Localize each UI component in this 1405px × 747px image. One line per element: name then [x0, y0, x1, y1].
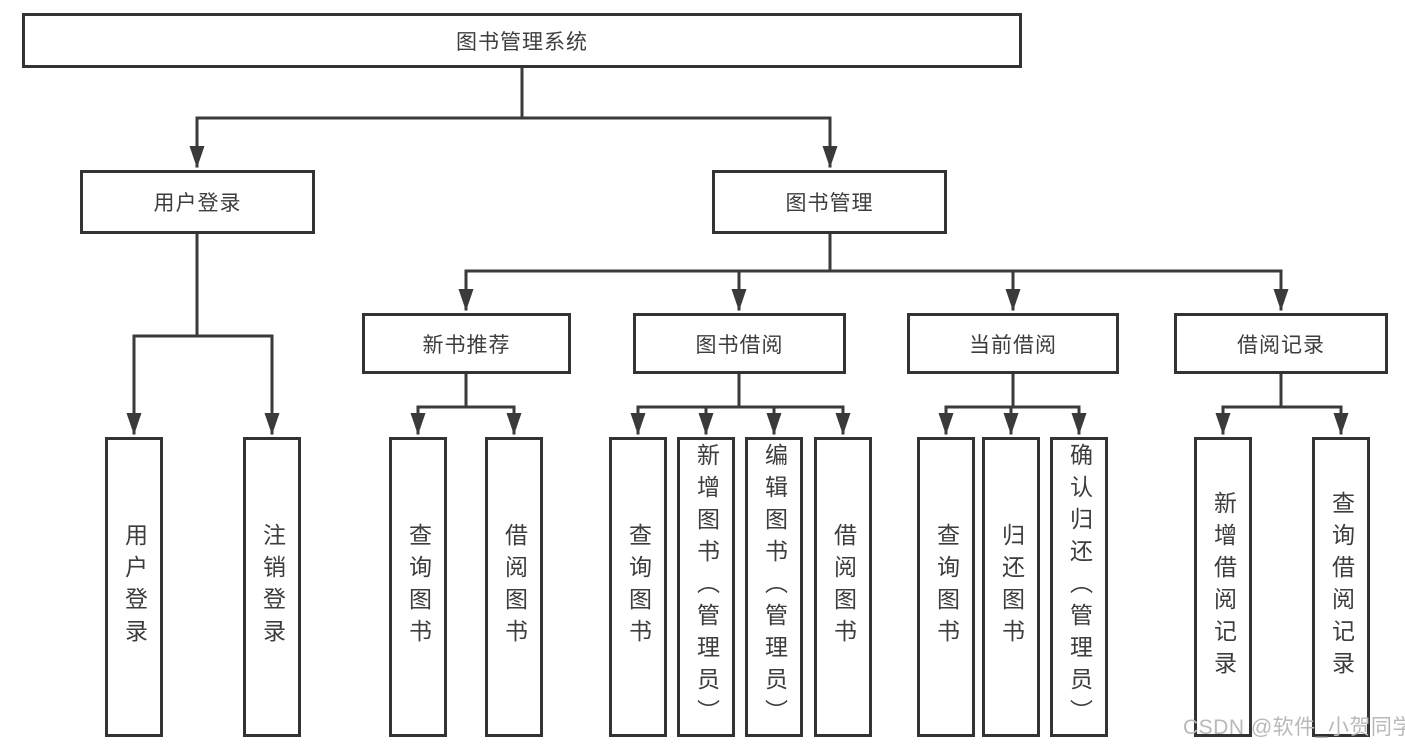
node-library-system: 图书管理系统 — [22, 13, 1022, 68]
node-new-book-recommendation: 新书推荐 — [362, 313, 571, 374]
node-logout-leaf: 注销登录 — [243, 437, 301, 737]
node-label: 确认归还（管理员） — [1066, 443, 1093, 731]
node-user-login-leaf: 用户登录 — [105, 437, 163, 737]
node-label: 查询图书 — [933, 523, 960, 651]
node-borrow-books-leaf: 借阅图书 — [814, 437, 872, 737]
node-query-borrow-record-leaf: 查询借阅记录 — [1312, 437, 1370, 737]
node-add-book-admin-leaf: 新增图书（管理员） — [677, 437, 735, 737]
node-book-management: 图书管理 — [712, 170, 947, 234]
node-query-books-leaf: 查询图书 — [389, 437, 447, 737]
node-label: 编辑图书（管理员） — [761, 443, 788, 731]
node-current-borrowing: 当前借阅 — [907, 313, 1119, 374]
node-return-books-leaf: 归还图书 — [982, 437, 1040, 737]
node-query-books-leaf: 查询图书 — [917, 437, 975, 737]
node-borrow-books-leaf: 借阅图书 — [485, 437, 543, 737]
node-borrowing-records: 借阅记录 — [1174, 313, 1388, 374]
node-book-borrowing: 图书借阅 — [633, 313, 846, 374]
node-confirm-return-admin-leaf: 确认归还（管理员） — [1050, 437, 1108, 737]
csdn-watermark: CSDN @软件_小贺同学 — [1183, 716, 1405, 739]
node-label: 用户登录 — [121, 523, 148, 651]
node-label: 查询图书 — [405, 523, 432, 651]
node-edit-book-admin-leaf: 编辑图书（管理员） — [745, 437, 803, 737]
node-label: 新增借阅记录 — [1210, 491, 1237, 683]
node-label: 查询图书 — [625, 523, 652, 651]
node-add-borrow-record-leaf: 新增借阅记录 — [1194, 437, 1252, 737]
node-query-books-leaf: 查询图书 — [609, 437, 667, 737]
node-label: 借阅图书 — [501, 523, 528, 651]
node-label: 新增图书（管理员） — [693, 443, 720, 731]
node-label: 注销登录 — [259, 523, 286, 651]
node-label: 借阅图书 — [830, 523, 857, 651]
node-user-login: 用户登录 — [80, 170, 315, 234]
node-label: 查询借阅记录 — [1328, 491, 1355, 683]
node-label: 归还图书 — [998, 523, 1025, 651]
